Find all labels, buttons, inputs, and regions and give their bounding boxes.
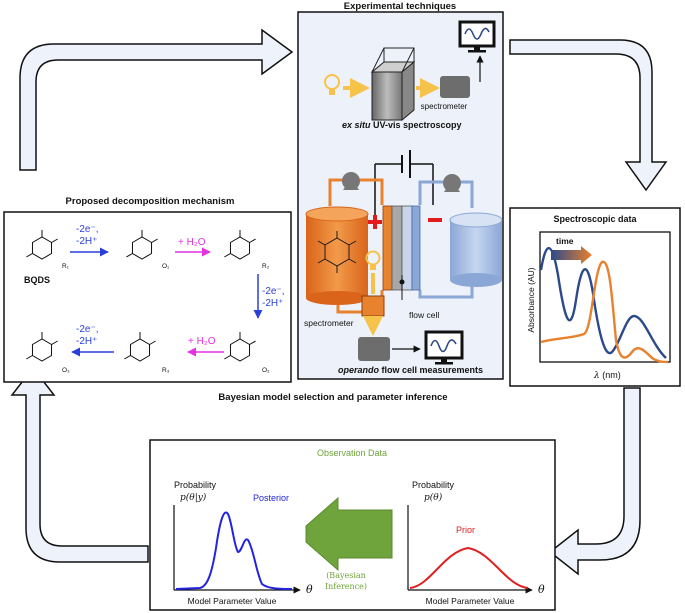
step1-line1: -2e⁻, [76, 224, 99, 235]
prior-expr: p(θ) [424, 492, 443, 503]
molecule-ring [224, 230, 256, 260]
monitor-icon [424, 330, 464, 365]
pump-icon [342, 172, 360, 190]
molecule-label-r1: R₁ [62, 263, 70, 270]
prior-label: Prior [456, 525, 475, 535]
molecule-ring [124, 332, 156, 362]
mechanism-panel: Proposed decomposition mechanism BQDS R₁… [3, 196, 292, 383]
cycle-arrow-bottom-right [548, 387, 641, 576]
step4-label: + H₂O [188, 336, 216, 347]
spectroscopic-title: Spectroscopic data [553, 214, 637, 224]
cycle-arrow-top-left [19, 28, 294, 171]
cycle-arrow-bottom-left [10, 366, 149, 563]
operando-label: operando flow cell measurements [338, 365, 483, 375]
bayesian-panel: Bayesian model selection and parameter i… [149, 392, 556, 611]
molecule-ring [26, 230, 58, 260]
spectrometer-box-2 [358, 337, 390, 361]
bulb-icon [365, 250, 381, 270]
flow-cell-icon [382, 205, 421, 300]
step2-label: + H₂O [178, 237, 206, 248]
molecule-label-r2: R₂ [262, 263, 270, 270]
spectrum-blue-curve [539, 247, 667, 359]
spectroscopic-panel: Spectroscopic data Absorbance (AU) λ (nm… [509, 207, 681, 387]
prior-curve [409, 546, 529, 589]
molecule-ring [224, 332, 256, 362]
molecule-ring [26, 332, 58, 362]
step5-line2: -2H⁺ [76, 336, 97, 347]
time-arrow [551, 246, 592, 264]
posterior-prob-label: Probability [174, 480, 217, 490]
blue-tank [449, 212, 503, 287]
cuvette-icon [370, 47, 416, 122]
molecule-label-o3: O₃ [62, 367, 70, 374]
molecule-label-o1: O₁ [162, 263, 170, 270]
posterior-label: Posterior [253, 493, 289, 503]
bayesian-arrow [305, 496, 393, 572]
battery-icon [374, 150, 434, 215]
bayes-inference-line2: Inference) [325, 582, 367, 591]
posterior-curve [175, 511, 293, 590]
step3-line2: -2H⁺ [262, 298, 283, 309]
spectrum-ylabel: Absorbance (AU) [526, 267, 536, 332]
posterior-xaxis-label: Model Parameter Value [188, 596, 277, 606]
bqds-label: BQDS [24, 275, 50, 285]
cycle-arrows [10, 28, 668, 576]
exsitu-label: ex situ UV-vis spectroscopy [342, 120, 462, 130]
plus-sign-icon [368, 215, 382, 229]
step1-line2: -2H⁺ [76, 236, 97, 247]
spectrometer-label-2: spectrometer [304, 318, 354, 328]
cycle-arrow-top-right [509, 39, 668, 192]
theta-left: θ [306, 583, 313, 596]
mechanism-title: Proposed decomposition mechanism [66, 196, 235, 207]
molecule-label-r3: R₃ [162, 367, 170, 374]
step3-line1: -2e⁻, [262, 286, 285, 297]
prior-xaxis-label: Model Parameter Value [426, 596, 515, 606]
step5-line1: -2e⁻, [76, 324, 99, 335]
bayesian-title: Bayesian model selection and parameter i… [218, 392, 447, 403]
molecule-label-o2: O₂ [262, 367, 270, 374]
posterior-expr: p(θ|y) [180, 492, 207, 503]
molecule-ring [126, 230, 158, 260]
flowcell-label: flow cell [409, 310, 439, 320]
minus-sign-icon [428, 218, 442, 222]
optical-cell [361, 295, 385, 317]
bulb-icon [324, 74, 340, 95]
spectrum-orange-curve [540, 260, 669, 364]
pump-icon [443, 174, 461, 192]
prior-prob-label: Probability [412, 480, 455, 490]
observation-data-label: Observation Data [317, 448, 387, 458]
spectrometer-label: spectrometer [421, 102, 468, 111]
bayes-inference-line1: (Bayesian [326, 571, 366, 580]
experimental-title: Experimental techniques [344, 1, 456, 12]
experimental-panel: Experimental techniques spectrometer ex … [297, 1, 504, 380]
spectrometer-box [440, 76, 470, 98]
molecule-structures [26, 230, 256, 362]
theta-right: θ [538, 583, 545, 596]
monitor-icon [458, 20, 496, 53]
time-label: time [556, 236, 574, 246]
orange-tank [305, 206, 369, 305]
spectrum-xlabel: λ (nm) [593, 370, 621, 381]
